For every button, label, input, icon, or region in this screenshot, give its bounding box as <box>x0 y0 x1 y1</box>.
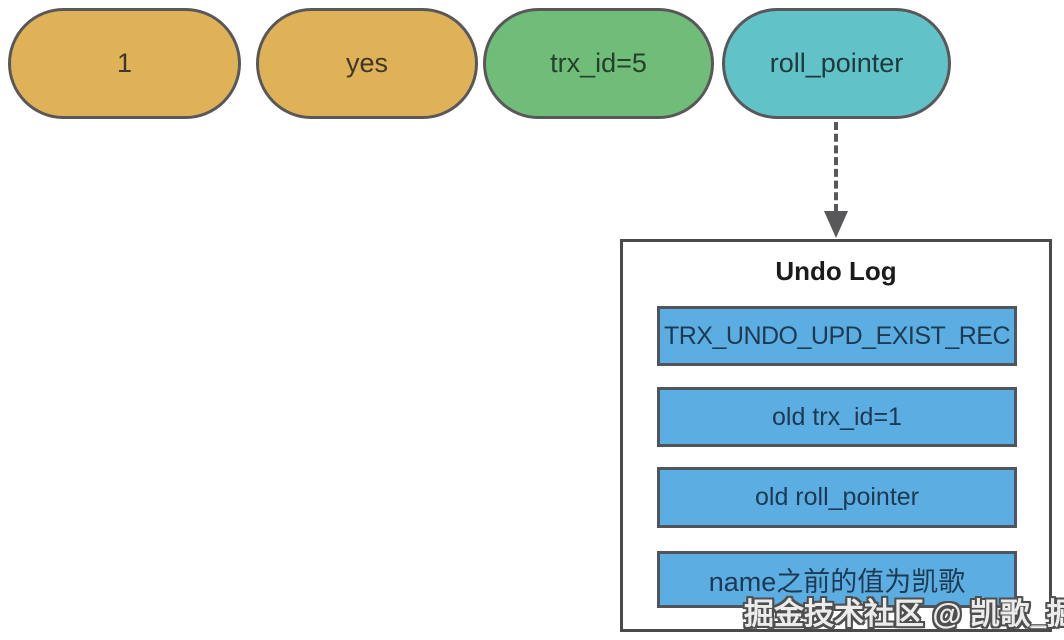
row-cell-value: yes <box>256 8 478 119</box>
undo-log-entry-old-roll-pointer: old roll_pointer <box>657 467 1017 528</box>
undo-log-title: Undo Log <box>775 256 897 286</box>
row-cell-roll-pointer: roll_pointer <box>722 8 951 119</box>
undo-log-entry-label: old roll_pointer <box>755 483 919 511</box>
row-cell-primary-key: 1 <box>8 8 241 119</box>
row-cell-trx-id: trx_id=5 <box>483 8 714 119</box>
row-cell-label: yes <box>345 48 389 78</box>
watermark: 掘金技术社区 @ 凯歌_掘金 <box>744 598 1064 631</box>
row-cell-label: trx_id=5 <box>550 48 647 78</box>
dashed-connector-line <box>834 122 838 212</box>
undo-log-entry-old-trx-id: old trx_id=1 <box>657 387 1017 447</box>
row-cell-label: 1 <box>116 48 133 78</box>
undo-log-entry-type: TRX_UNDO_UPD_EXIST_REC <box>657 306 1017 366</box>
row-cell-label: roll_pointer <box>769 48 904 78</box>
undo-log-box: Undo Log TRX_UNDO_UPD_EXIST_REC old trx_… <box>620 239 1052 632</box>
undo-log-entry-label: old trx_id=1 <box>772 402 902 431</box>
undo-log-entry-label: TRX_UNDO_UPD_EXIST_REC <box>663 321 1011 350</box>
undo-log-entry-old-name-value: name之前的值为凯歌 <box>657 551 1017 608</box>
undo-log-entry-label: name之前的值为凯歌 <box>708 567 966 597</box>
arrow-down-icon <box>824 211 848 238</box>
